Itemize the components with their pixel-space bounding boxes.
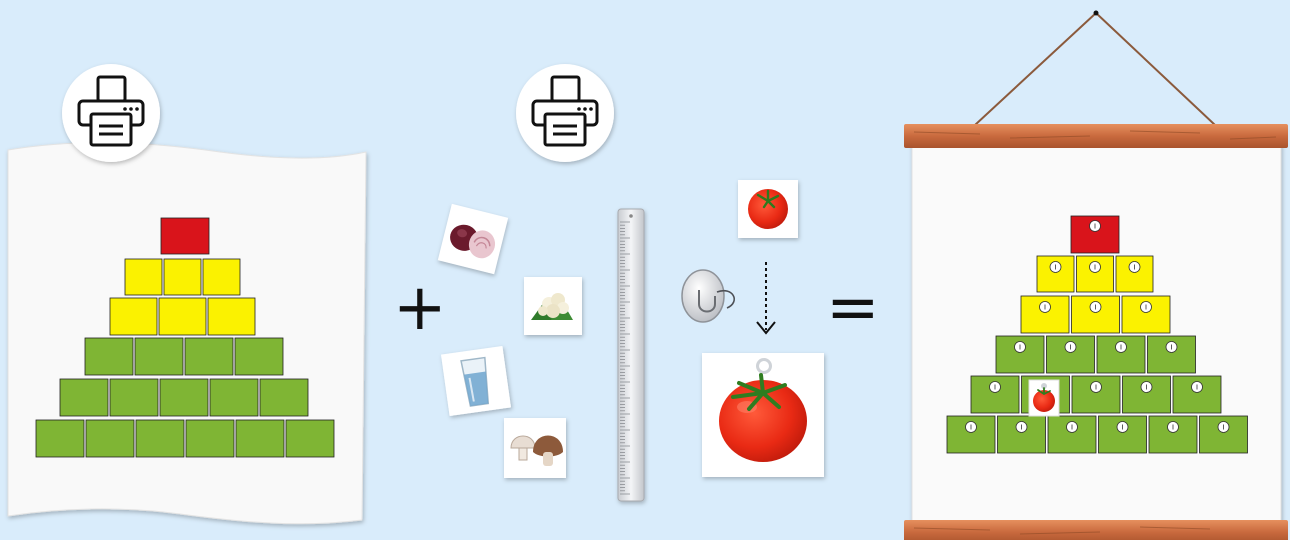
food-card-mushroom [504, 418, 566, 478]
pyramid-block [186, 420, 234, 457]
printer-icon [516, 64, 614, 162]
pyramid-block [210, 379, 258, 416]
printed-pyramid-sheet [8, 143, 366, 524]
pyramid-block [110, 298, 157, 335]
food-card-cauliflower [524, 277, 582, 335]
small-tomato-card [738, 180, 798, 238]
food-card-glass-of-water [441, 346, 511, 416]
pyramid-block [159, 298, 206, 335]
pyramid-block [236, 420, 284, 457]
pyramid-block [161, 218, 209, 254]
pyramid-block [235, 338, 283, 375]
pyramid-block [286, 420, 334, 457]
pyramid-block [86, 420, 134, 457]
pyramid-block [203, 259, 240, 295]
pyramid-block [85, 338, 133, 375]
hanging-poster [904, 11, 1288, 540]
pyramid-block [185, 338, 233, 375]
pyramid-block [135, 338, 183, 375]
pyramid-block [160, 379, 208, 416]
ruler [618, 209, 644, 501]
pyramid-block [36, 420, 84, 457]
pyramid-block [164, 259, 201, 295]
pyramid-block [260, 379, 308, 416]
pyramid-block [125, 259, 162, 295]
printer-icon [62, 64, 160, 162]
plus-sign: + [393, 276, 447, 340]
attach-arrow [757, 262, 775, 333]
placed-tomato-card [1029, 380, 1059, 416]
food-card-onion [438, 204, 508, 274]
large-tomato-card [702, 353, 824, 477]
pyramid-block [60, 379, 108, 416]
pyramid-block [208, 298, 255, 335]
adhesive-hook-icon [682, 270, 734, 322]
pyramid-block [110, 379, 158, 416]
equals-sign: = [826, 276, 880, 340]
pyramid-block [136, 420, 184, 457]
